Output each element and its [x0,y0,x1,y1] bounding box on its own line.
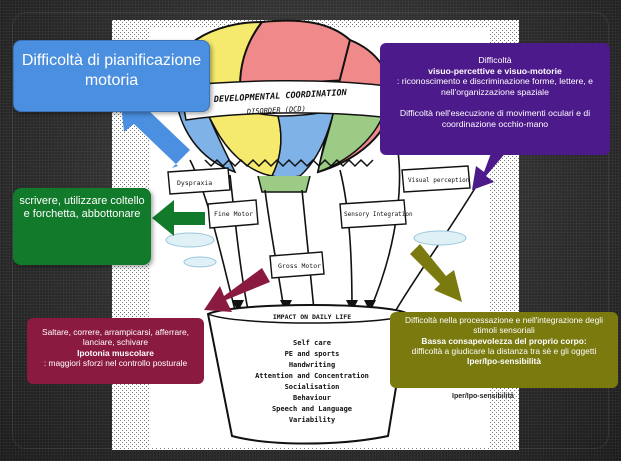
impact-item: Behaviour [293,394,331,402]
label-dyspraxia: Dyspraxia [177,179,212,187]
green-arrow [152,200,205,236]
sensory-bold-1: Bassa consapevolezza del proprio corpo: [421,335,587,346]
gross-motor-line-1: Saltare, correre, arrampicarsi, afferrar… [42,327,189,348]
label-sensory-integration: Sensory Integration [344,211,413,218]
label-gross-motor: Gross Motor [278,262,321,270]
label-visual-perception: Visual perception [408,177,470,184]
visual-text-post: : riconoscimento e discriminazione forme… [396,76,594,97]
label-fine-motor: Fine Motor [214,210,253,218]
impact-item: PE and sports [285,350,340,358]
gross-motor-line-2: Ipotonia muscolare: maggiori sforzi nel … [32,348,199,369]
component-flags [167,165,471,279]
impact-item: Handwriting [289,361,335,369]
blue-arrow [120,96,190,168]
gross-motor-post: : maggiori sforzi nel controllo postural… [43,357,188,368]
sensory-integration-callout: Difficoltà nella processazione e nell'in… [390,312,618,388]
impact-item: Variability [289,416,336,424]
olive-arrow [410,244,462,302]
motor-planning-callout: Difficoltà di pianificazione motoria [13,40,210,112]
sensory-bold-2: Iper/Ipo-sensibilità [467,356,541,366]
gross-motor-callout: Saltare, correre, arrampicarsi, afferrar… [27,318,204,384]
impact-list: Self care PE and sports Handwriting Atte… [255,339,369,424]
sensory-line-3: difficoltà a giudicare la distanza tra s… [411,345,597,356]
basket-title: IMPACT ON DAILY LIFE [273,313,351,321]
stray-basket-text: Iper/Ipo-sensibilità [452,393,514,400]
fine-motor-text: scrivere, utilizzare coltello e forchett… [19,195,145,221]
sensory-line-1: Difficoltà nella processazione e nell'in… [405,315,603,336]
impact-item: Self care [293,339,331,347]
diagram-subtitle: DISORDER (DCD) [246,105,306,116]
balloon [172,19,393,193]
visual-text-pre: Difficoltà [478,55,512,65]
motor-planning-text: Difficoltà di pianificazione motoria [21,52,202,89]
impact-item: Socialisation [285,383,340,391]
impact-item: Attention and Concentration [255,372,369,380]
fine-motor-callout: scrivere, utilizzare coltello e forchett… [13,188,151,265]
impact-item: Speech and Language [272,405,352,413]
maroon-arrow [204,268,270,312]
visual-text-bold: visuo-percettive e visuo-motorie [428,65,562,76]
clouds [165,230,467,268]
gross-motor-bold: Ipotonia muscolare [77,347,154,358]
visual-perception-callout: Difficoltà visuo-percettive e visuo-moto… [380,43,610,155]
visual-paragraph-2: Difficoltà nell'esecuzione di movimenti … [399,108,591,130]
visual-paragraph-1: Difficoltà visuo-percettive e visuo-moto… [386,55,604,97]
